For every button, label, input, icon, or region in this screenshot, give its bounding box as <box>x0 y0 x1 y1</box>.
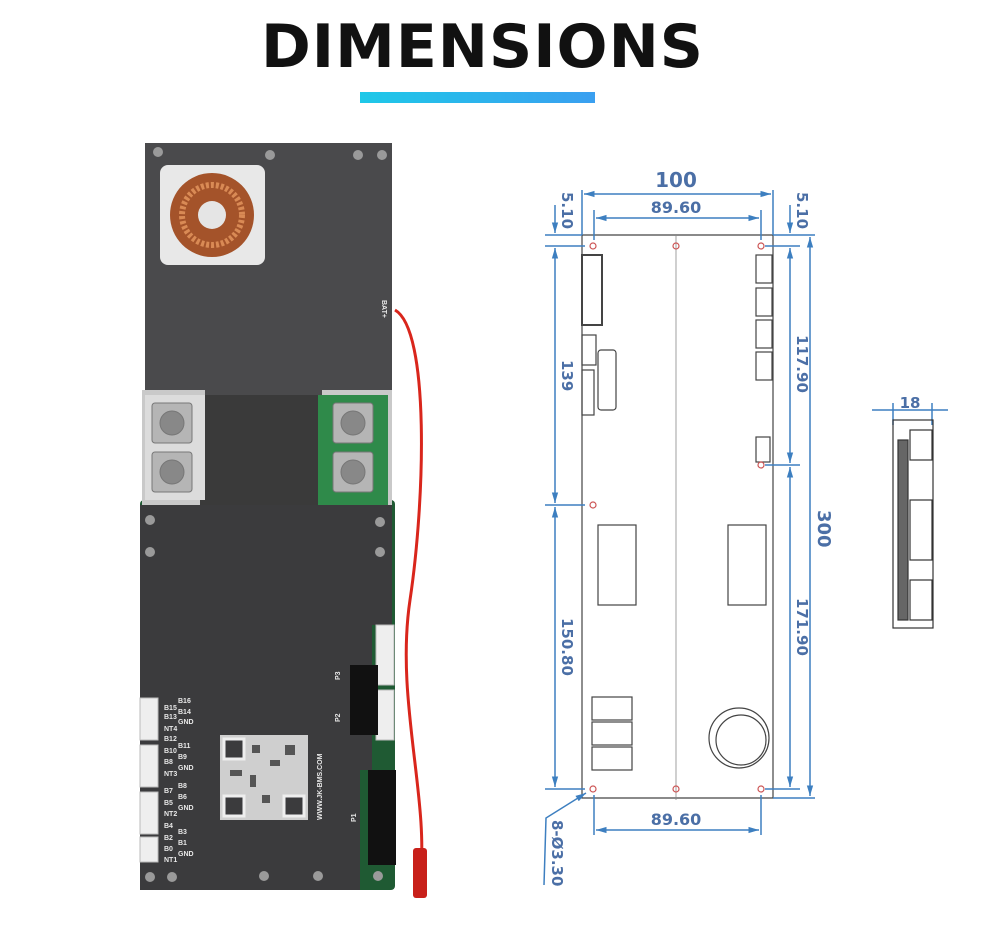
dim-hole-width-bottom: 89.60 <box>651 810 702 829</box>
dim-margin-left: 5.10 <box>558 192 576 229</box>
dimension-labels: 100 89.60 89.60 5.10 5.10 139 150.80 117… <box>548 168 920 886</box>
svg-text:B8: B8 <box>164 759 173 766</box>
bat-label: BAT+ <box>380 300 387 318</box>
svg-text:B13: B13 <box>164 714 177 721</box>
website-label: WWW.JK-BMS.COM <box>317 753 324 820</box>
svg-text:B4: B4 <box>164 823 173 830</box>
balance-connectors <box>139 624 395 863</box>
wire-connector <box>413 848 427 898</box>
dim-thickness: 18 <box>900 394 921 412</box>
dim-total-length: 300 <box>813 510 834 548</box>
svg-text:B6: B6 <box>178 794 187 801</box>
board-outline <box>581 234 774 799</box>
svg-text:B5: B5 <box>164 800 173 807</box>
mounting-holes <box>589 242 765 793</box>
svg-text:NT2: NT2 <box>164 811 177 818</box>
svg-text:B1: B1 <box>178 840 187 847</box>
svg-text:B7: B7 <box>164 788 173 795</box>
svg-text:NT1: NT1 <box>164 857 177 864</box>
svg-text:B16: B16 <box>178 698 191 705</box>
svg-text:NT4: NT4 <box>164 726 177 733</box>
svg-text:GND: GND <box>178 719 194 726</box>
pin-labels: B16 B15 B14 B13 GND NT4 B12 B11 B10 B9 B… <box>164 698 194 864</box>
bottom-plate <box>140 505 392 890</box>
svg-text:B15: B15 <box>164 705 177 712</box>
svg-text:NT3: NT3 <box>164 771 177 778</box>
svg-text:GND: GND <box>178 805 194 812</box>
dim-hole-width-top: 89.60 <box>651 198 702 217</box>
title-underline <box>360 92 595 103</box>
svg-text:GND: GND <box>178 765 194 772</box>
page-title: DIMENSIONS <box>260 12 704 82</box>
svg-text:B0: B0 <box>164 846 173 853</box>
dimension-lines <box>543 190 948 886</box>
side-view <box>892 419 934 629</box>
svg-text:B10: B10 <box>164 748 177 755</box>
port-label: P3 <box>335 671 342 680</box>
dim-margin-right: 5.10 <box>793 192 811 229</box>
svg-text:B12: B12 <box>164 736 177 743</box>
dimension-drawing <box>543 190 948 886</box>
port-label: P2 <box>335 713 342 722</box>
qr-code <box>220 735 308 820</box>
dim-left-upper: 139 <box>558 360 576 391</box>
svg-text:B14: B14 <box>178 709 191 716</box>
dim-right-upper: 117.90 <box>793 335 811 393</box>
svg-text:B11: B11 <box>178 743 191 750</box>
dim-left-lower: 150.80 <box>558 618 576 676</box>
dim-right-lower: 171.90 <box>793 598 811 656</box>
svg-text:B2: B2 <box>164 835 173 842</box>
port-label: P1 <box>351 813 358 822</box>
dim-hole-diameter: 8-Ø3.30 <box>548 820 566 886</box>
svg-text:B3: B3 <box>178 829 187 836</box>
bms-board-photo: BAT+ P3 P2 P1 B16 B15 B14 B13 GND NT4 B1… <box>139 143 427 898</box>
mounting-screws <box>145 147 387 882</box>
dim-total-width: 100 <box>655 168 697 192</box>
svg-text:B9: B9 <box>178 754 187 761</box>
svg-text:GND: GND <box>178 851 194 858</box>
red-wire <box>394 308 424 881</box>
port-p3-p2 <box>350 665 378 735</box>
port-p1 <box>368 770 396 865</box>
screw-terminal <box>151 402 374 493</box>
svg-text:B8: B8 <box>178 783 187 790</box>
